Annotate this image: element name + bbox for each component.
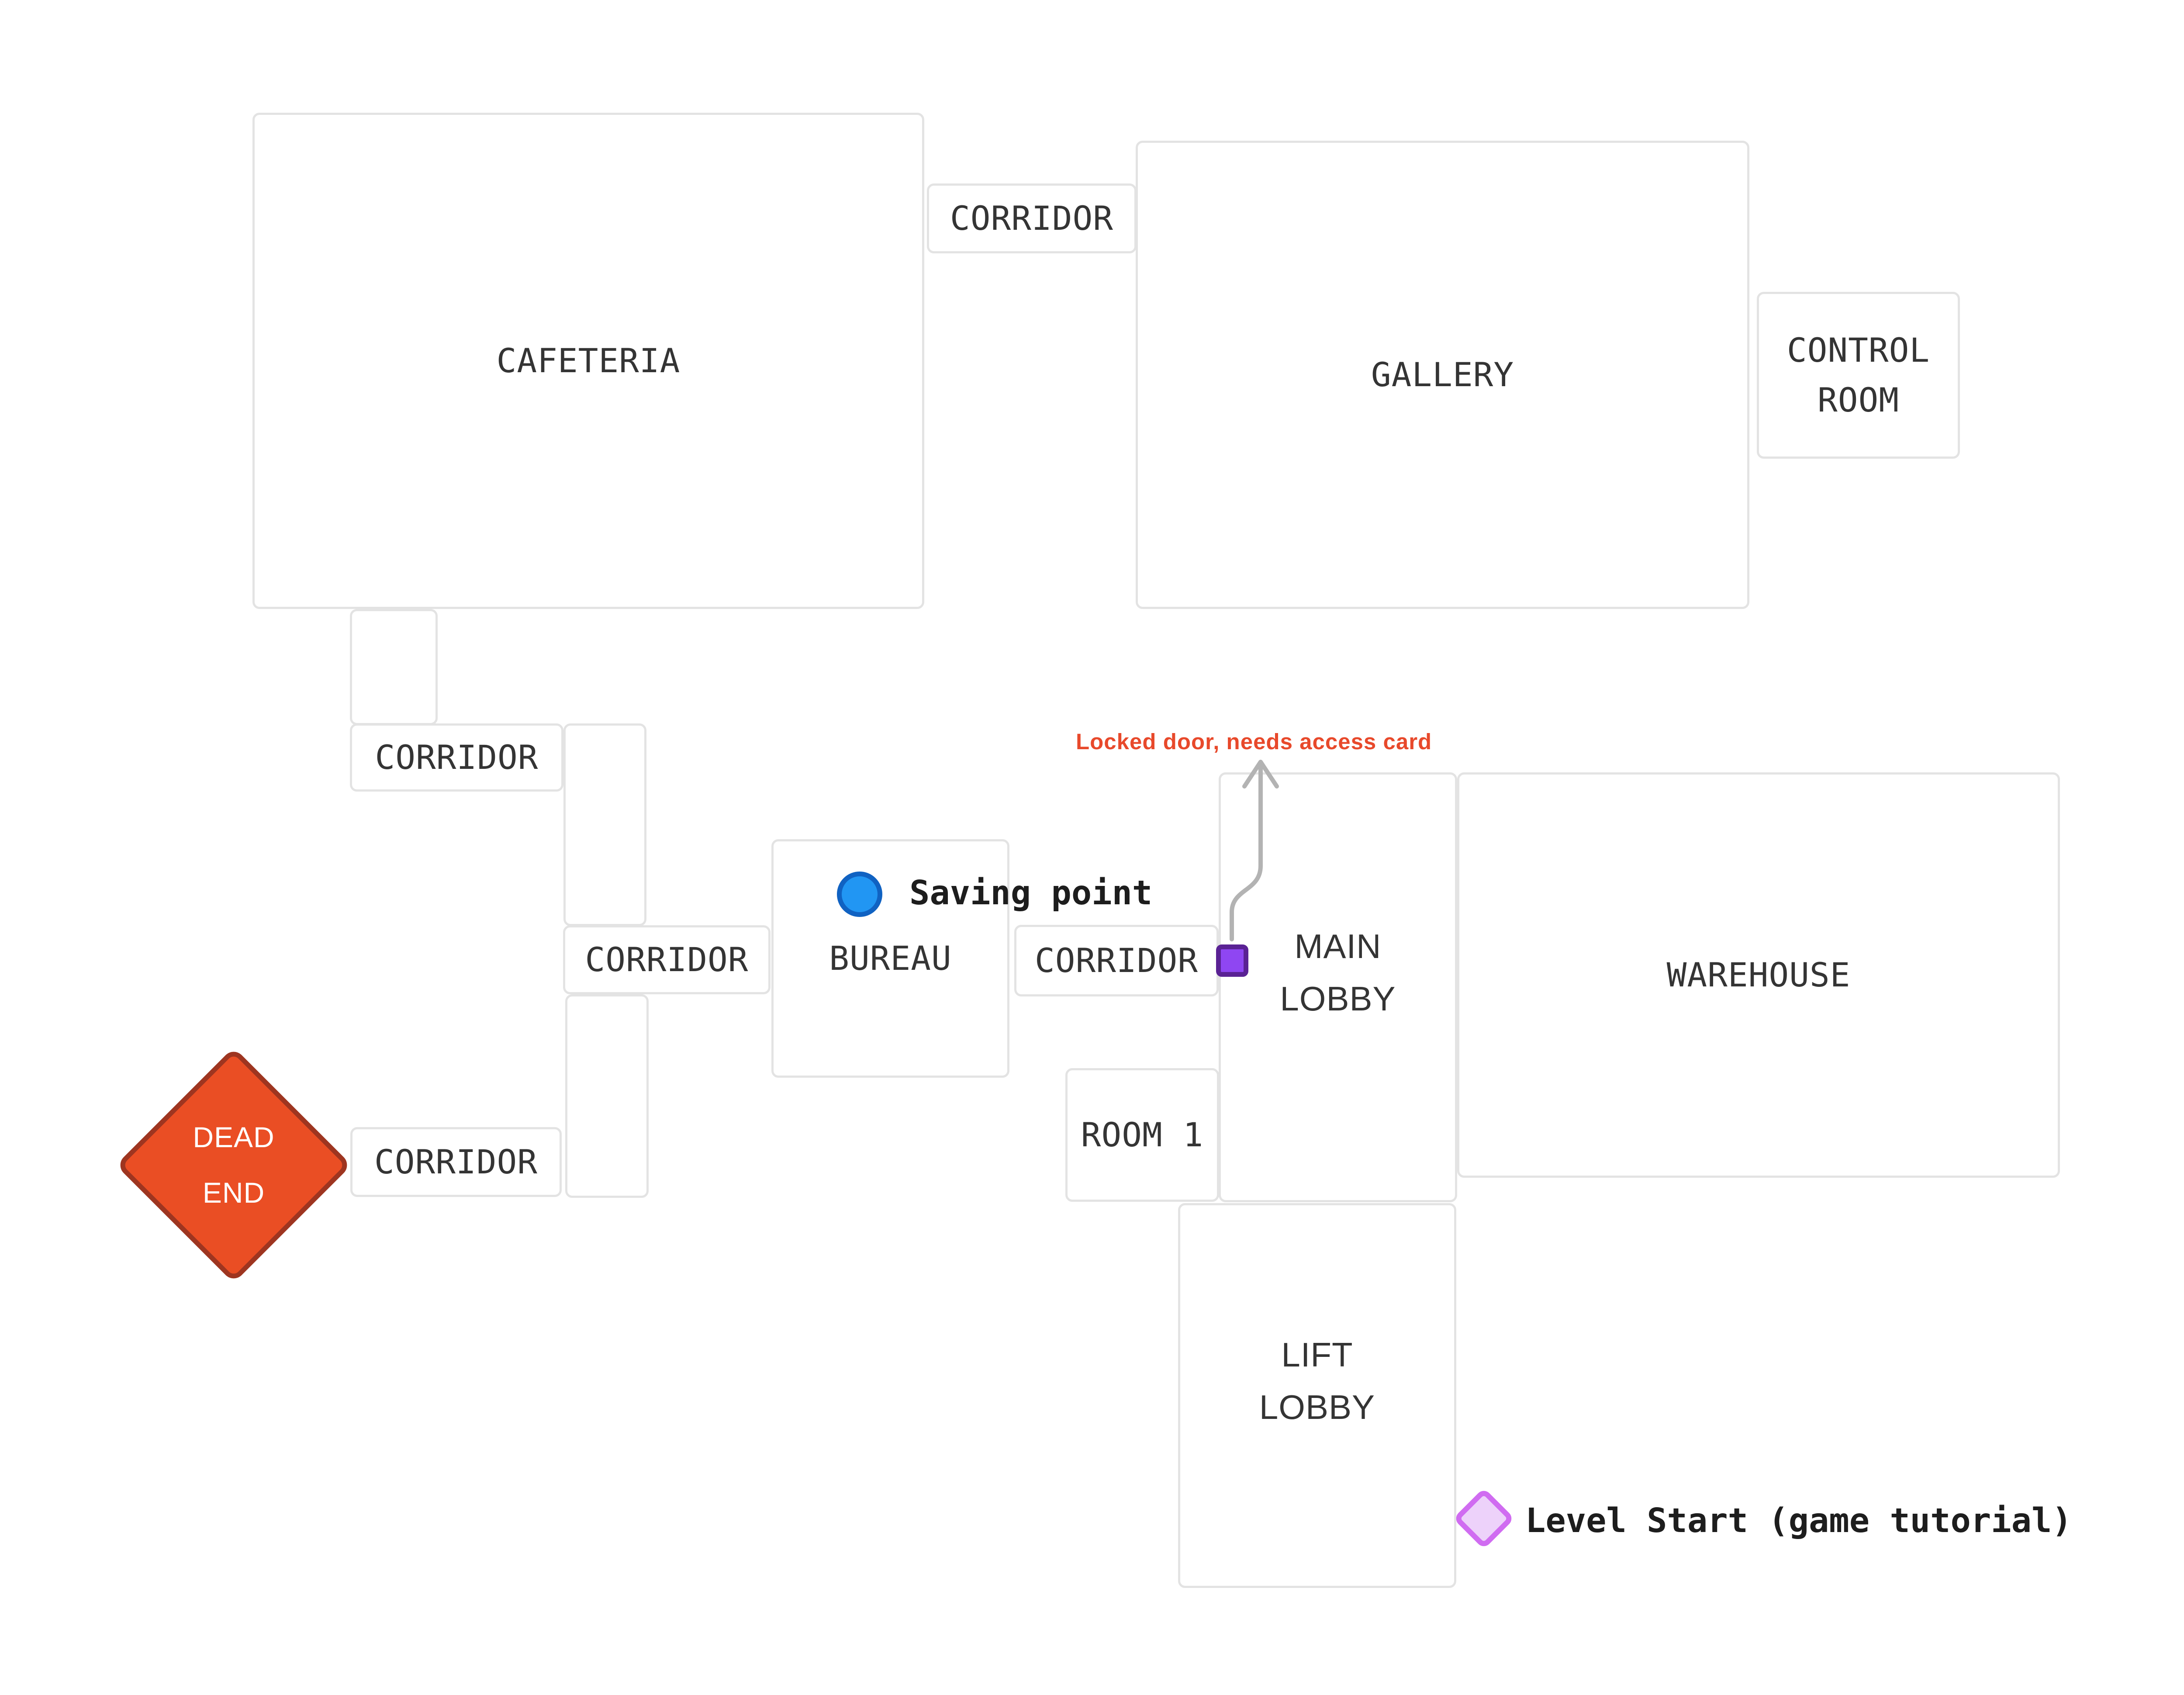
room-label-corridor-west: CORRIDOR	[375, 738, 539, 777]
room-label-control-room: CONTROL ROOM	[1787, 331, 1930, 419]
room-bureau: BUREAU	[771, 839, 1009, 1078]
room-corridor-north: CORRIDOR	[927, 183, 1137, 253]
room-label-gallery: GALLERY	[1371, 355, 1514, 394]
room-label-corridor-north: CORRIDOR	[950, 199, 1114, 238]
room-room-1: ROOM 1	[1065, 1068, 1219, 1202]
room-corridor-west: CORRIDOR	[350, 723, 563, 792]
room-lift-lobby: LIFT LOBBY	[1178, 1203, 1456, 1588]
room-passage-south	[565, 994, 649, 1198]
room-main-lobby: MAIN LOBBY	[1219, 772, 1457, 1202]
level-start-diamond	[1453, 1487, 1515, 1550]
room-label-corridor-south: CORRIDOR	[374, 1142, 538, 1181]
room-label-corridor-east: CORRIDOR	[1034, 941, 1199, 980]
locked-door-annotation: Locked door, needs access card	[1076, 729, 1432, 754]
room-label-warehouse: WAREHOUSE	[1666, 955, 1851, 994]
room-label-bureau: BUREAU	[829, 939, 952, 978]
room-label-corridor-central: CORRIDOR	[585, 940, 749, 979]
room-gallery: GALLERY	[1136, 141, 1749, 609]
level-start-label: Level Start (game tutorial)	[1525, 1501, 2072, 1540]
room-corridor-east: CORRIDOR	[1014, 925, 1219, 996]
room-label-room-1: ROOM 1	[1081, 1115, 1204, 1154]
room-corridor-central: CORRIDOR	[563, 925, 771, 994]
dead-end-label: DEAD END	[193, 1121, 275, 1209]
saving-point-icon	[837, 872, 882, 917]
room-label-main-lobby: MAIN LOBBY	[1280, 927, 1396, 1018]
room-control-room: CONTROL ROOM	[1757, 292, 1960, 459]
room-passage-cafeteria	[350, 609, 438, 725]
room-warehouse: WAREHOUSE	[1457, 772, 2060, 1178]
room-cafeteria: CAFETERIA	[252, 113, 924, 609]
room-passage-west	[563, 723, 646, 926]
saving-point-label: Saving point	[909, 874, 1153, 913]
room-label-cafeteria: CAFETERIA	[496, 341, 681, 380]
room-label-lift-lobby: LIFT LOBBY	[1259, 1335, 1375, 1426]
room-corridor-south: CORRIDOR	[350, 1127, 562, 1197]
locked-door-icon	[1216, 944, 1248, 977]
